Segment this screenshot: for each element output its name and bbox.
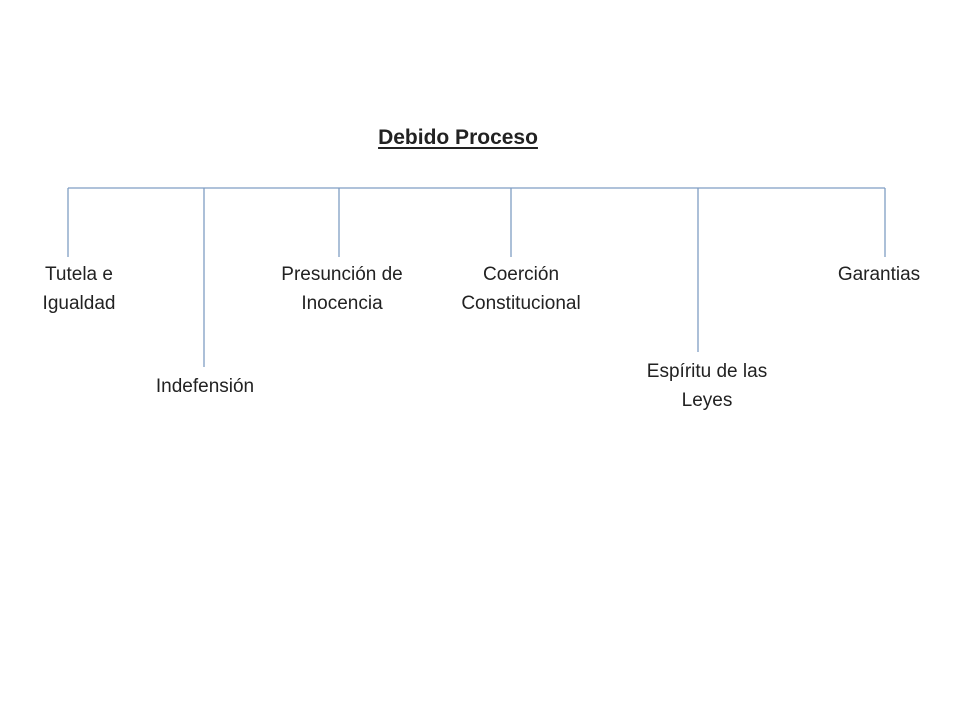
diagram-title: Debido Proceso	[378, 126, 538, 149]
node-espiritu-leyes: Espíritu de las Leyes	[627, 357, 787, 415]
node-label-line: Leyes	[681, 390, 733, 411]
node-tutela-igualdad: Tutela e Igualdad	[0, 260, 159, 318]
node-label-line: Igualdad	[42, 293, 116, 314]
node-presuncion-inocencia: Presunción de Inocencia	[262, 260, 422, 318]
node-label-line: Inocencia	[301, 293, 383, 314]
node-coercion-constitucional: Coerción Constitucional	[441, 260, 601, 318]
node-label-line: Constitucional	[461, 293, 581, 314]
node-label-line: Presunción de	[281, 264, 403, 285]
node-label-line: Coerción	[482, 264, 560, 285]
node-indefension: Indefensión	[125, 372, 285, 401]
node-garantias: Garantias	[799, 260, 959, 289]
node-label-line: Espíritu de las	[646, 361, 768, 382]
node-label-line: Garantias	[837, 264, 921, 285]
node-label-line: Indefensión	[155, 376, 255, 397]
node-label-line: Tutela e	[45, 264, 113, 285]
